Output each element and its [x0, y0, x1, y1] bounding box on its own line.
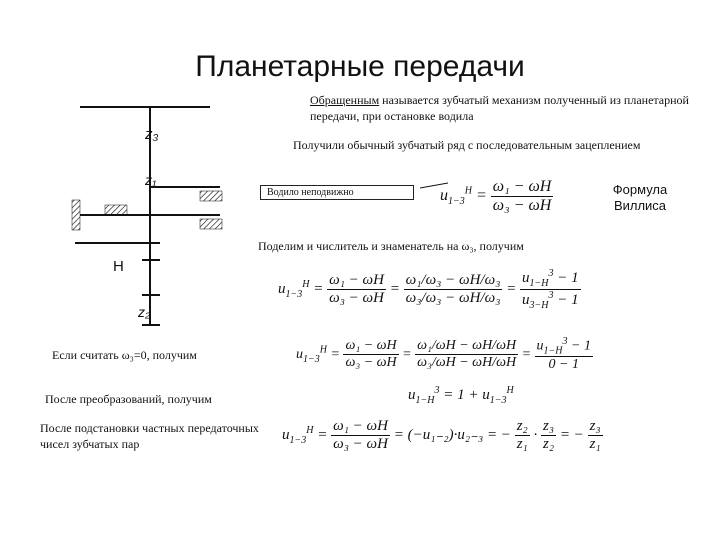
page-title: Планетарные передачи — [195, 50, 525, 83]
label-z3: z₃ — [145, 126, 159, 143]
definition-text: Обращенным называется зубчатый механизм … — [310, 92, 700, 124]
label-z2: z₂ — [138, 304, 151, 320]
got-row-text: Получили обычный зубчатый ряд с последов… — [293, 138, 641, 152]
planetary-diagram — [71, 106, 223, 326]
bearing-mid — [199, 190, 223, 202]
carrier-fixed-box: Водило неподвижно — [260, 185, 414, 200]
bearing-left — [104, 204, 128, 216]
bearing-right — [199, 218, 223, 230]
label-H: H — [113, 258, 124, 275]
definition-term: Обращенным — [310, 93, 380, 107]
label-z1: z₁ — [145, 172, 157, 188]
after-transform-text: После преобразований, получим — [45, 392, 212, 406]
case-w3-text: Если считать ω₃=0, получим — [52, 348, 197, 362]
u13H: u1−3H — [440, 185, 472, 208]
formula-label: Формула Виллиса — [612, 182, 668, 213]
willis-formula: u1−3H = ω₁ − ωH ω₃ − ωH — [440, 178, 554, 214]
divide-text: Поделим и числитель и знаменатель на ω₃,… — [258, 239, 524, 253]
frame-left — [71, 199, 81, 231]
arrow-to-formula — [420, 182, 449, 189]
transformed-formula: u1−H3 = 1 + u1−3H — [408, 385, 514, 406]
definition-rest: называется зубчатый механизм полученный … — [310, 93, 689, 123]
after-subst-text: После подстановки частных передаточных ч… — [40, 421, 259, 451]
willis-fraction: ω₁ − ωH ω₃ − ωH — [490, 178, 554, 214]
